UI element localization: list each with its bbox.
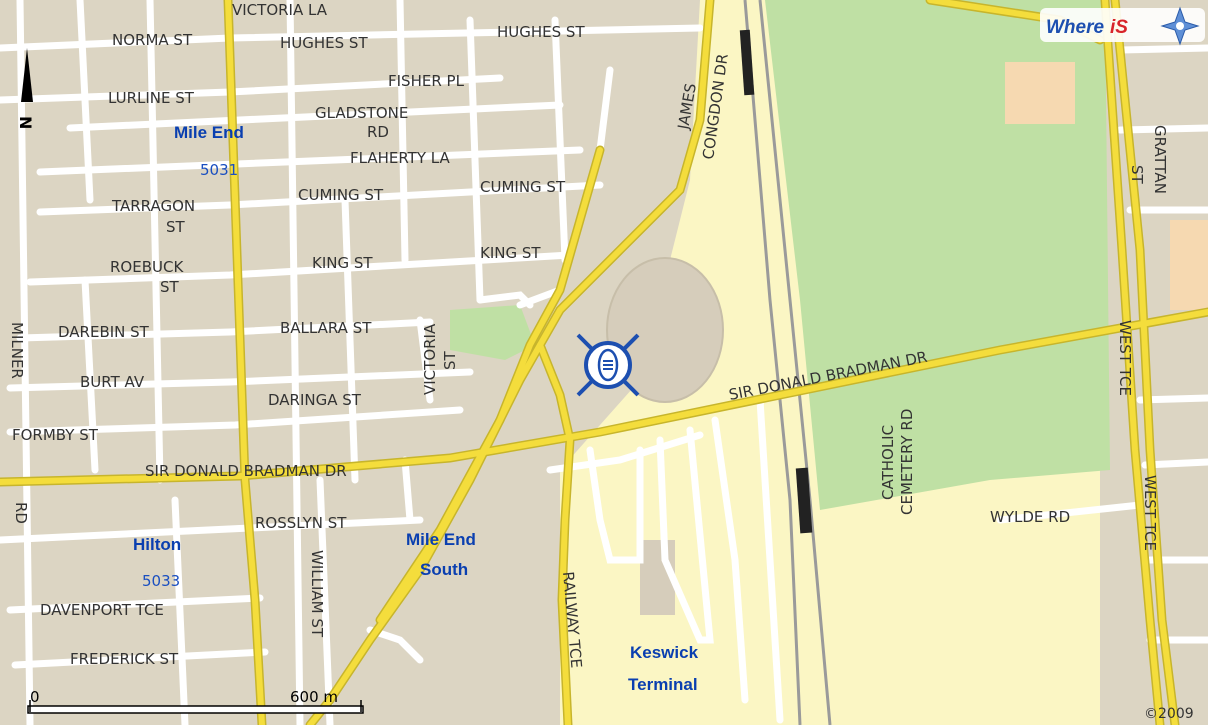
label-roebuck-st-2: ST <box>160 278 180 296</box>
label-west-tce: WEST TCE <box>1116 320 1134 396</box>
suburb-mile-end-south-2: South <box>420 560 468 579</box>
copyright-label: ©2009 <box>1144 706 1194 722</box>
stadium-icon[interactable] <box>576 333 640 397</box>
suburb-keswick-terminal: Keswick <box>630 643 699 662</box>
label-burt-av: BURT AV <box>80 373 145 391</box>
label-cuming-st: CUMING ST <box>298 186 384 204</box>
stadium-oval <box>606 257 724 403</box>
label-grattan-st: GRATTAN <box>1151 125 1169 194</box>
small-park <box>450 305 535 360</box>
label-king-st: KING ST <box>312 254 373 272</box>
rail-lines <box>743 0 832 725</box>
label-victoria-st: VICTORIA <box>421 323 439 395</box>
north-arrow: N <box>16 48 35 129</box>
label-hughes-st: HUGHES ST <box>280 34 368 52</box>
scale-start-label: 0 <box>30 688 40 706</box>
label-lurline-st: LURLINE ST <box>108 89 195 107</box>
label-victoria-st-2: ST <box>441 350 459 370</box>
label-fisher-pl: FISHER PL <box>388 72 465 90</box>
logo-is: iS <box>1110 17 1128 38</box>
label-ballara-st: BALLARA ST <box>280 319 372 337</box>
label-cuming-st-east: CUMING ST <box>480 178 566 196</box>
label-west-tce-2: WEST TCE <box>1141 475 1159 551</box>
label-grattan-st-2: ST <box>1128 165 1146 185</box>
label-william-st: WILLIAM ST <box>308 550 326 638</box>
logo-where: Where <box>1046 17 1105 38</box>
postcode-mile-end: 5031 <box>200 161 238 179</box>
suburb-mile-end: Mile End <box>174 123 244 142</box>
suburb-labels: Mile End 5031 Hilton 5033 Mile End South… <box>133 123 699 694</box>
label-milner-rd: MILNER <box>8 322 26 379</box>
label-victoria-la: VICTORIA LA <box>232 1 328 19</box>
suburb-hilton: Hilton <box>133 535 181 554</box>
label-catholic-cemetery-rd: CATHOLIC <box>879 425 897 500</box>
station-platform-1 <box>739 29 755 96</box>
label-tarragon-st-2: ST <box>166 218 186 236</box>
north-label: N <box>16 116 35 129</box>
building-block <box>1005 62 1075 124</box>
suburb-keswick-terminal-2: Terminal <box>628 675 698 694</box>
scale-bar: 0 600 m <box>27 688 364 714</box>
building-block-2 <box>1170 220 1208 310</box>
label-norma-st: NORMA ST <box>112 31 193 49</box>
label-gladstone-rd-2: RD <box>367 123 389 141</box>
suburb-mile-end-south: Mile End <box>406 530 476 549</box>
label-catholic-cemetery-rd-2: CEMETERY RD <box>898 409 916 515</box>
whereis-logo[interactable]: Where iS <box>1040 6 1205 46</box>
scale-end-label: 600 m <box>290 688 338 706</box>
label-darebin-st: DAREBIN ST <box>58 323 150 341</box>
compass-star-icon <box>1160 6 1200 46</box>
label-davenport-tce: DAVENPORT TCE <box>40 601 164 619</box>
label-flaherty-la: FLAHERTY LA <box>350 149 450 167</box>
label-formby-st: FORMBY ST <box>12 426 99 444</box>
label-daringa-st: DARINGA ST <box>268 391 362 409</box>
label-hughes-st-east: HUGHES ST <box>497 23 585 41</box>
station-platform-2 <box>795 467 813 534</box>
label-wylde-rd: WYLDE RD <box>990 508 1070 526</box>
label-sir-donald-bradman-dr: SIR DONALD BRADMAN DR <box>145 462 347 480</box>
label-roebuck-st: ROEBUCK <box>110 258 184 276</box>
postcode-hilton: 5033 <box>142 572 180 590</box>
label-rosslyn-st: ROSSLYN ST <box>255 514 347 532</box>
label-tarragon-st: TARRAGON <box>111 197 195 215</box>
label-frederick-st: FREDERICK ST <box>70 650 179 668</box>
label-gladstone-rd: GLADSTONE <box>315 104 408 122</box>
label-milner-rd-2: RD <box>12 502 30 524</box>
label-king-st-east: KING ST <box>480 244 541 262</box>
